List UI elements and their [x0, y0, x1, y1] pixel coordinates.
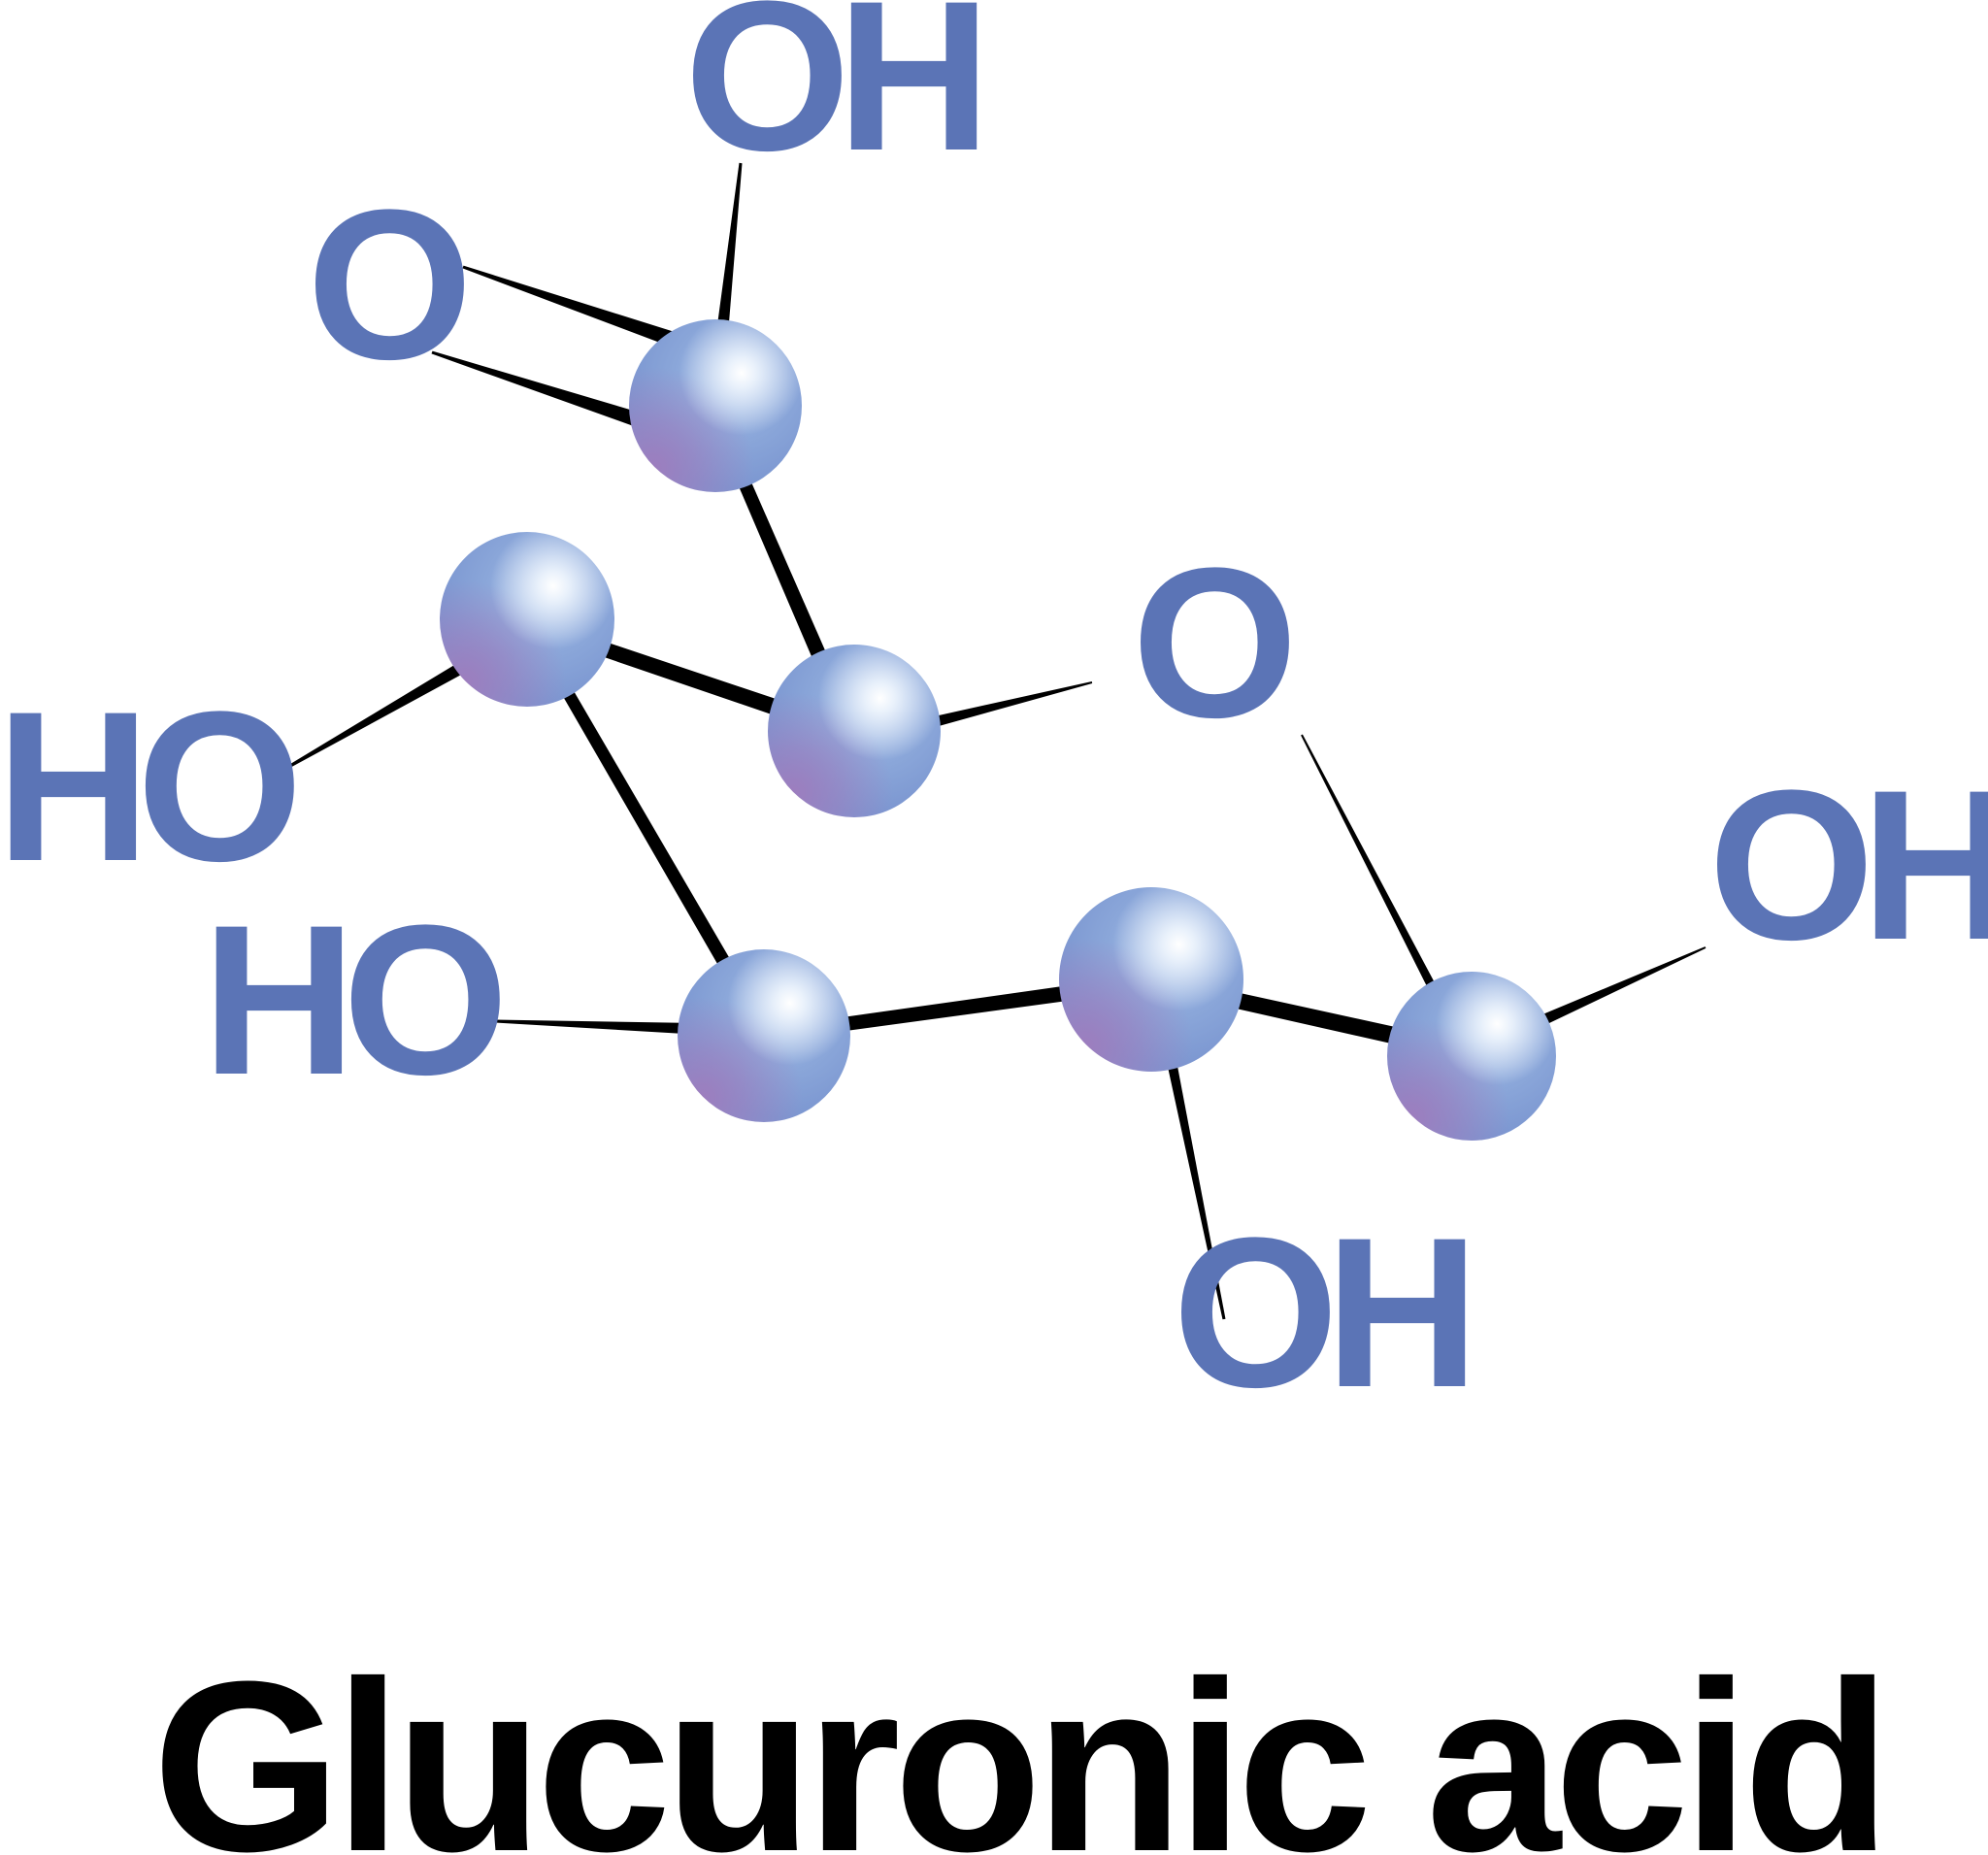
label-o-ring: O: [1132, 523, 1298, 762]
bond-c4-c5: [533, 618, 840, 737]
bond-o-carbonyl-c6: [462, 265, 682, 349]
bond-c4-c3: [526, 628, 767, 1028]
atom-c2: [1059, 887, 1243, 1072]
atom-c6: [629, 319, 802, 492]
bond-c3-c2: [766, 975, 1147, 1042]
bond-c5-o-ring: [915, 681, 1093, 732]
atom-c5: [768, 645, 941, 817]
bond-o-carbonyl-c6: [431, 350, 651, 431]
atom-c4: [440, 532, 614, 707]
bond-c2-oh-bottom: [1151, 988, 1226, 1320]
bond-c6-c5: [714, 424, 854, 722]
bond-oh-top-c6: [712, 162, 743, 370]
atom-c3: [678, 949, 850, 1122]
label-o-carbonyl: O: [307, 165, 473, 404]
atom-c1: [1387, 972, 1556, 1141]
label-ho-upper-left: HO: [0, 667, 303, 906]
label-oh-right: OH: [1708, 745, 1988, 984]
label-ho-lower-left: HO: [202, 880, 509, 1119]
label-oh-bottom: OH: [1173, 1193, 1479, 1432]
bond-o-ring-c1: [1301, 734, 1456, 1027]
label-oh-top: OH: [684, 0, 991, 195]
molecule-title: Glucuronic acid: [152, 1631, 1891, 1855]
